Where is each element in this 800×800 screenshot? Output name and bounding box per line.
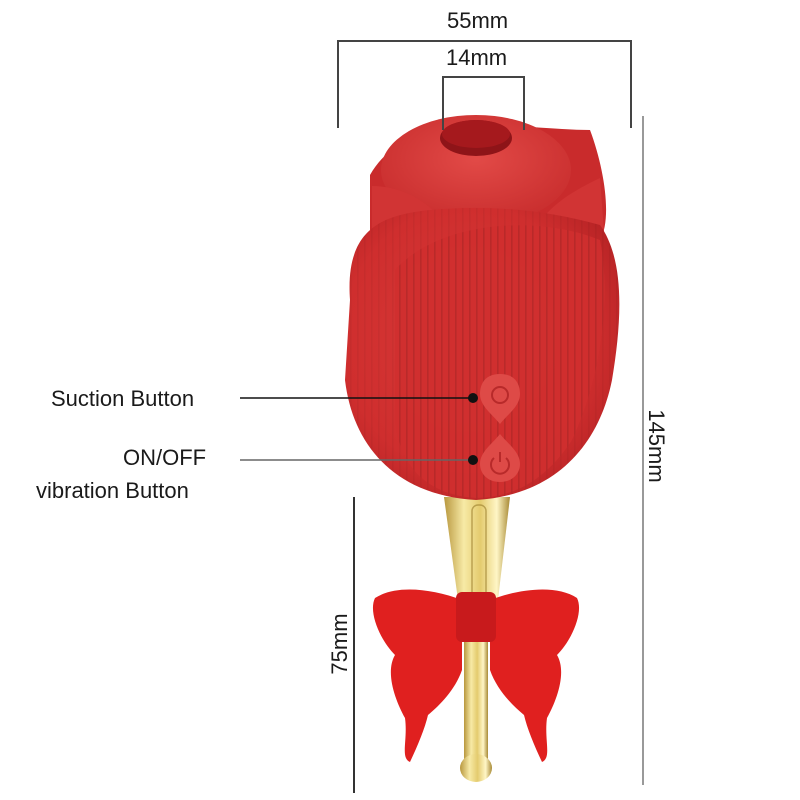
- butterfly-ornament: [372, 589, 580, 762]
- opening-width-label: 14mm: [446, 45, 508, 70]
- callout-power-line1: ON/OFF: [123, 445, 207, 470]
- callout-suction-button: Suction Button: [51, 386, 195, 411]
- rose-bud: [345, 115, 620, 501]
- callout-leaders: [240, 393, 478, 465]
- gold-stem: [444, 497, 510, 782]
- total-height-label: 145mm: [644, 409, 669, 483]
- dimension-lines: [337, 40, 644, 793]
- power-icon: [490, 452, 510, 475]
- stem-length-label: 75mm: [327, 613, 352, 675]
- suction-button[interactable]: [480, 374, 520, 424]
- callout-power-line2: vibration Button: [36, 478, 189, 503]
- power-button[interactable]: [480, 434, 520, 482]
- overall-width-label: 55mm: [447, 8, 509, 33]
- circle-icon: [491, 386, 509, 404]
